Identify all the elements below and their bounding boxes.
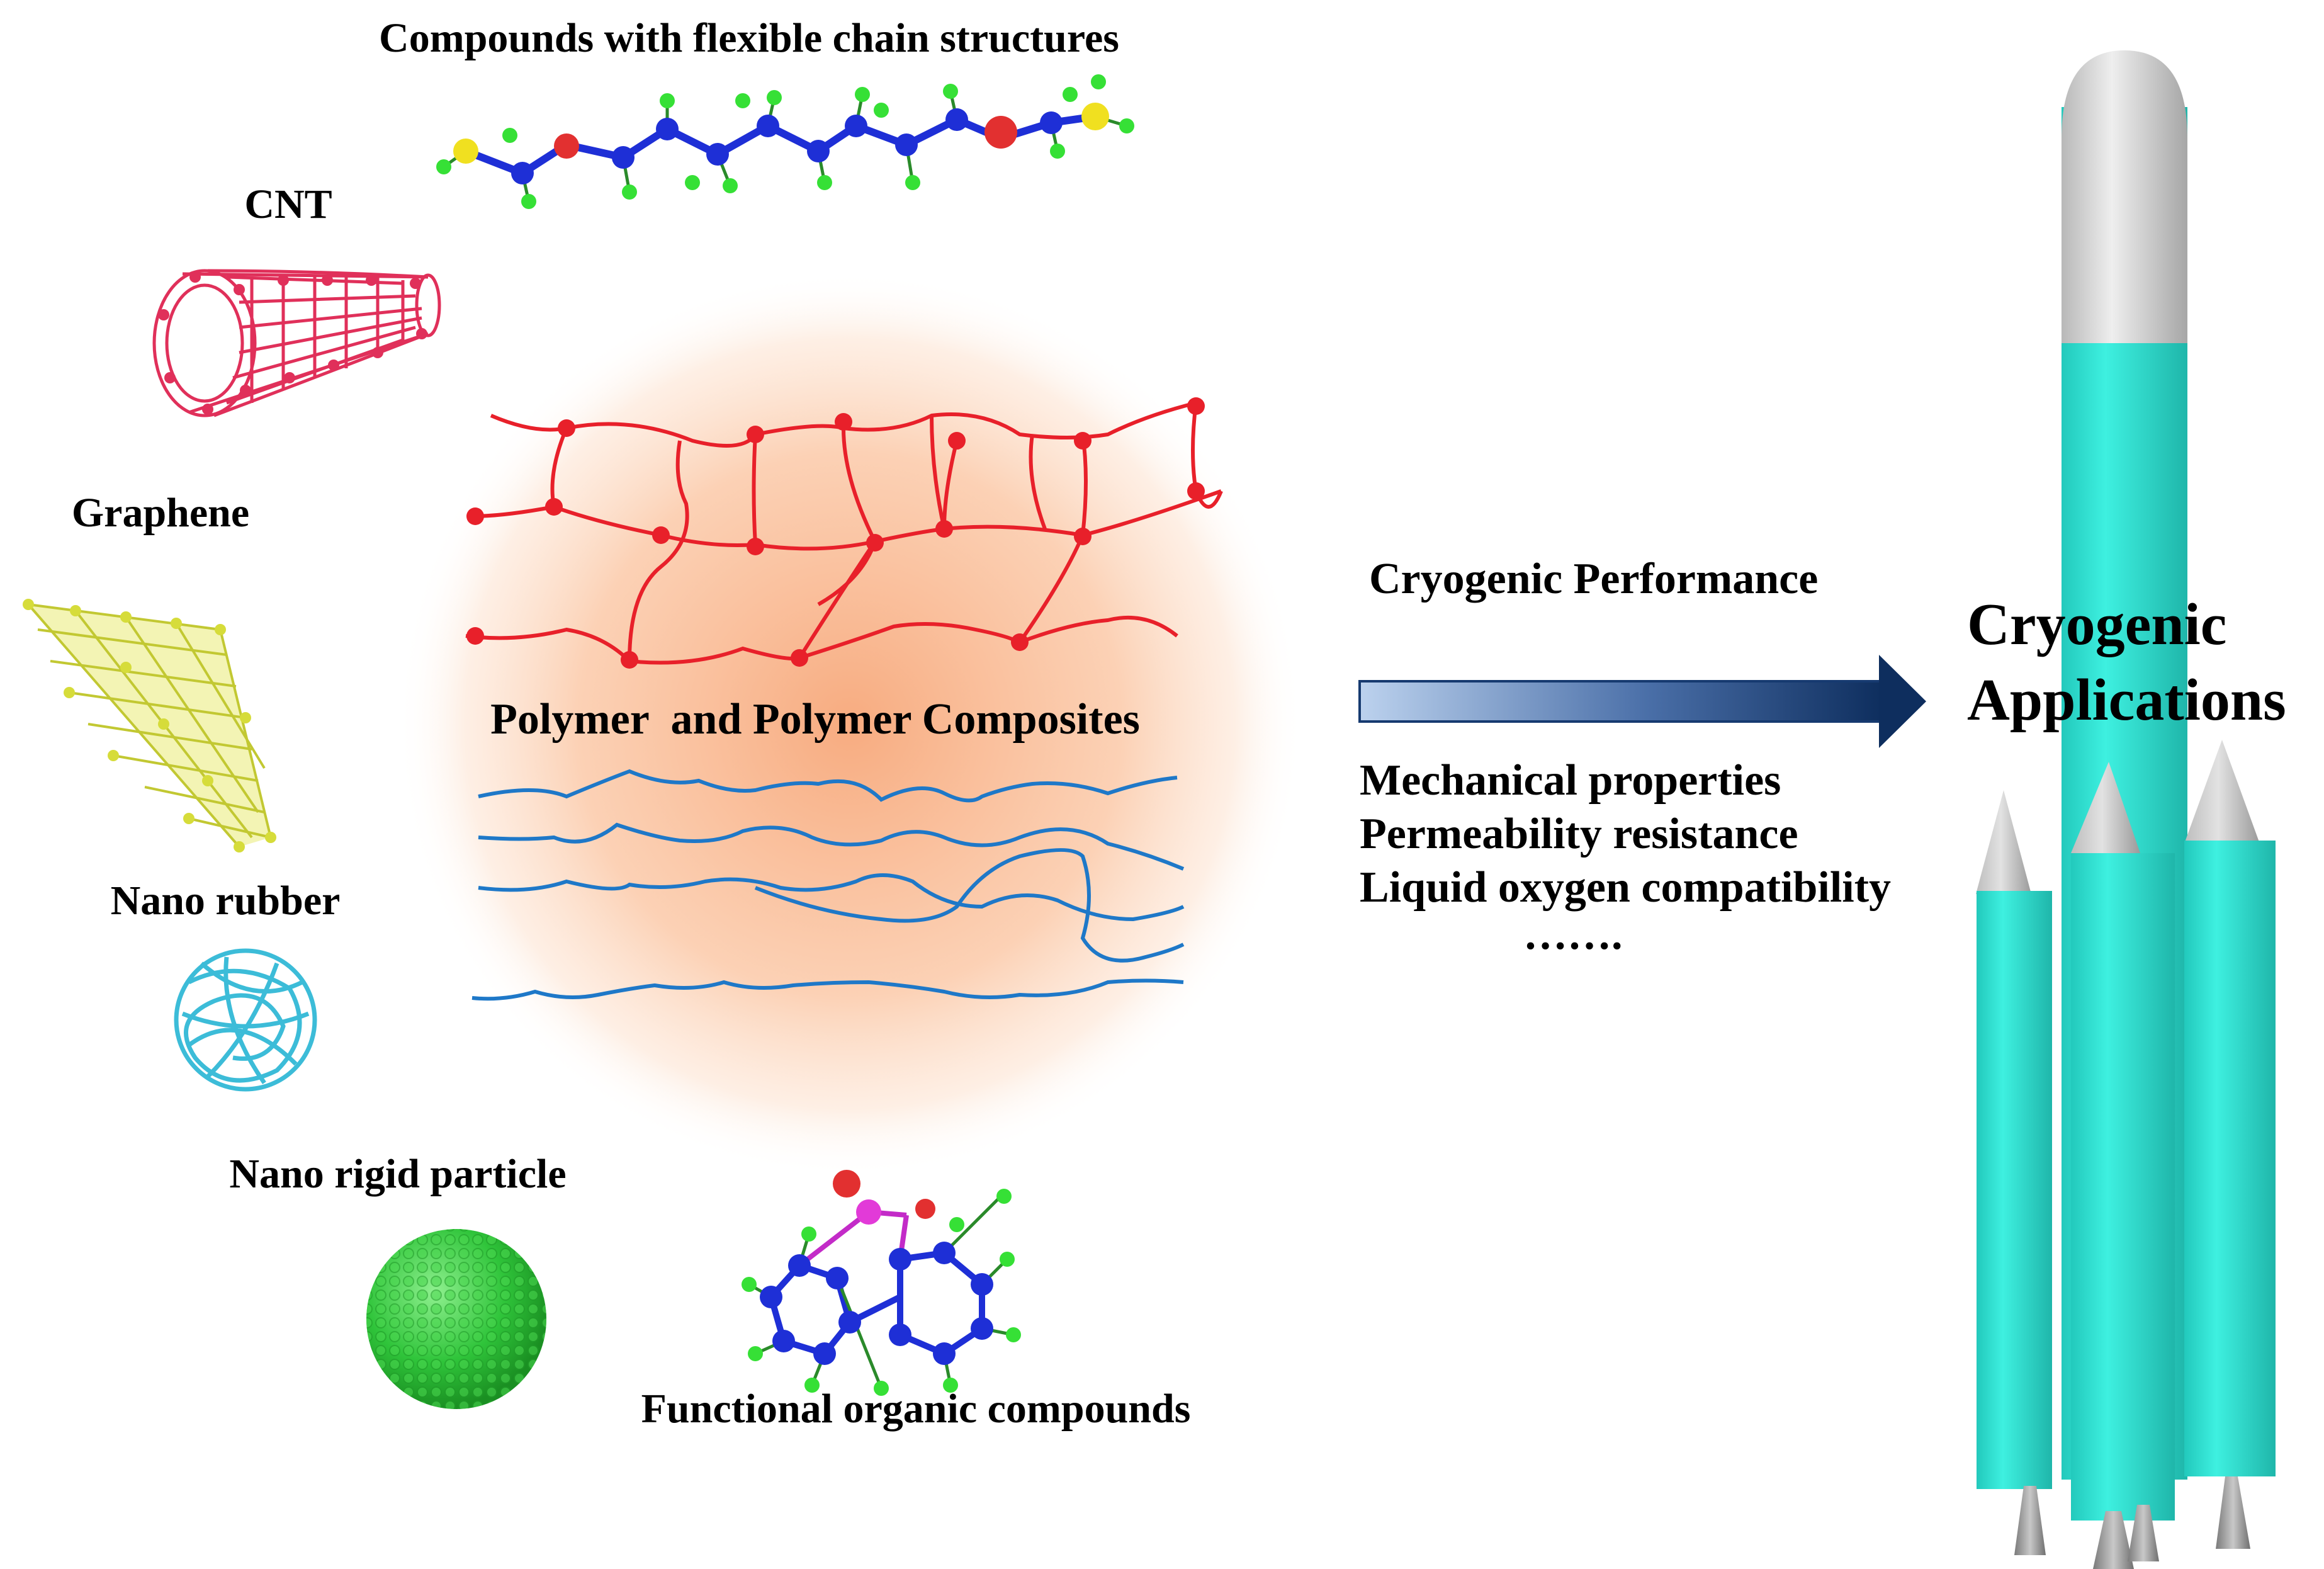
property-ellipsis: ……. <box>1523 910 1623 959</box>
cnt-atoms <box>158 271 427 415</box>
cnt-illustration <box>152 269 441 417</box>
linear-chains <box>471 769 1185 1001</box>
crosslink-nodes <box>466 397 1205 669</box>
label-nano-rubber: Nano rubber <box>110 878 341 924</box>
rocket-title-line2: Applications <box>1967 667 2286 733</box>
label-nano-rigid-particle: Nano rigid particle <box>229 1151 567 1197</box>
label-cnt: CNT <box>244 181 332 227</box>
rocket-illustration <box>1976 50 2276 1569</box>
composite-glow <box>397 271 1303 1177</box>
nano-rubber-illustration <box>174 948 317 1092</box>
label-functional-organic: Functional organic compounds <box>641 1386 1191 1432</box>
functional-molecule <box>742 1170 1021 1396</box>
center-title: Polymer and Polymer Composites <box>490 695 1140 744</box>
property-liquid-oxygen: Liquid oxygen compatibility <box>1360 863 1892 912</box>
flexible-chain-molecule <box>436 74 1134 209</box>
property-permeability: Permeability resistance <box>1360 810 1798 858</box>
performance-arrow <box>1358 655 1926 748</box>
graphene-illustration <box>23 599 276 852</box>
property-mechanical: Mechanical properties <box>1360 756 1781 805</box>
label-graphene: Graphene <box>71 490 250 536</box>
rocket-title-line1: Cryogenic <box>1967 592 2227 657</box>
arrow-heading: Cryogenic Performance <box>1369 555 1819 603</box>
nano-rigid-particle-illustration <box>366 1229 546 1409</box>
label-flexible-chain: Compounds with flexible chain structures <box>379 15 1119 61</box>
